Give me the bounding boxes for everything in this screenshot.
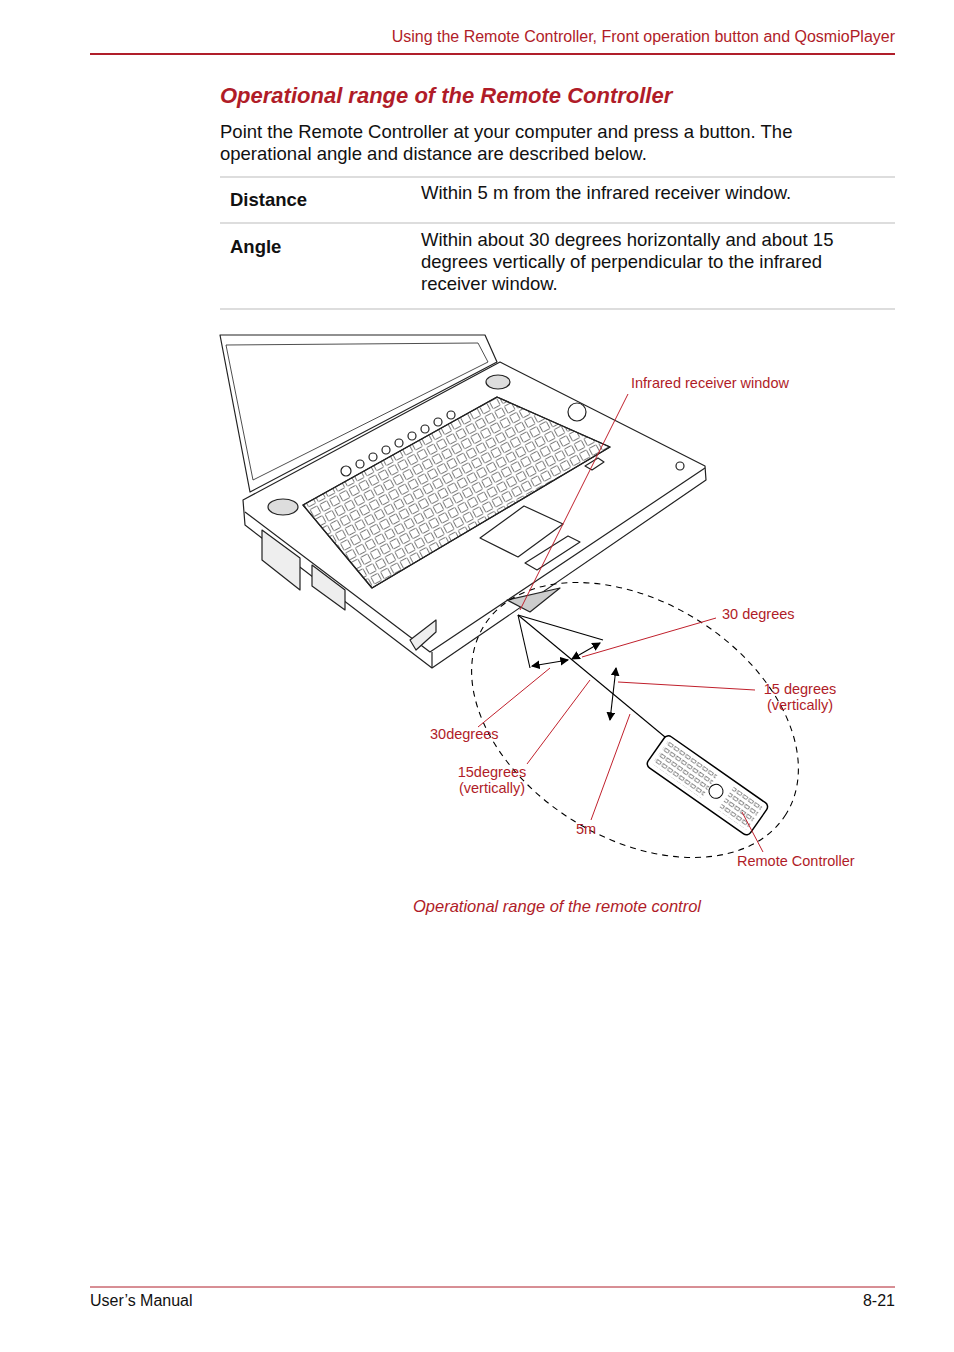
table-rule [220, 309, 895, 310]
callout-label: Infrared receiver window [631, 375, 789, 391]
remote-controller [645, 734, 769, 837]
table-cell-heading: Angle [230, 236, 281, 258]
infrared-receiver-window [507, 588, 560, 612]
speaker [268, 499, 298, 515]
callout-label: 15degrees (vertically) [450, 764, 534, 796]
footer-rule [90, 1287, 895, 1288]
vertical-angle-arrow [610, 668, 616, 720]
table-cell-heading: Distance [230, 189, 307, 211]
callout-label: Remote Controller [737, 853, 855, 869]
running-header: Using the Remote Controller, Front opera… [392, 28, 895, 46]
header-rule [90, 53, 895, 55]
page-number: 8-21 [863, 1292, 895, 1310]
laptop-base [243, 362, 706, 668]
table-rule [220, 223, 895, 224]
table-cell: Within about 30 degrees horizontally and… [421, 229, 871, 295]
figure-caption: Operational range of the remote control [357, 897, 757, 916]
intro-paragraph: Point the Remote Controller at your comp… [220, 121, 870, 165]
table-rule [220, 177, 895, 178]
callout-label: 5m [576, 821, 596, 837]
speaker [486, 375, 510, 389]
button [568, 403, 586, 421]
callout-label: 30 degrees [722, 606, 795, 622]
footer-text: User’s Manual [90, 1292, 193, 1310]
callout-label: 30degrees [430, 726, 499, 742]
keyboard [303, 397, 610, 588]
section-title: Operational range of the Remote Controll… [220, 83, 672, 109]
side-ports [262, 530, 300, 590]
callout-label: 15 degrees (vertically) [758, 681, 842, 713]
table-cell: Within 5 m from the infrared receiver wi… [421, 182, 891, 204]
